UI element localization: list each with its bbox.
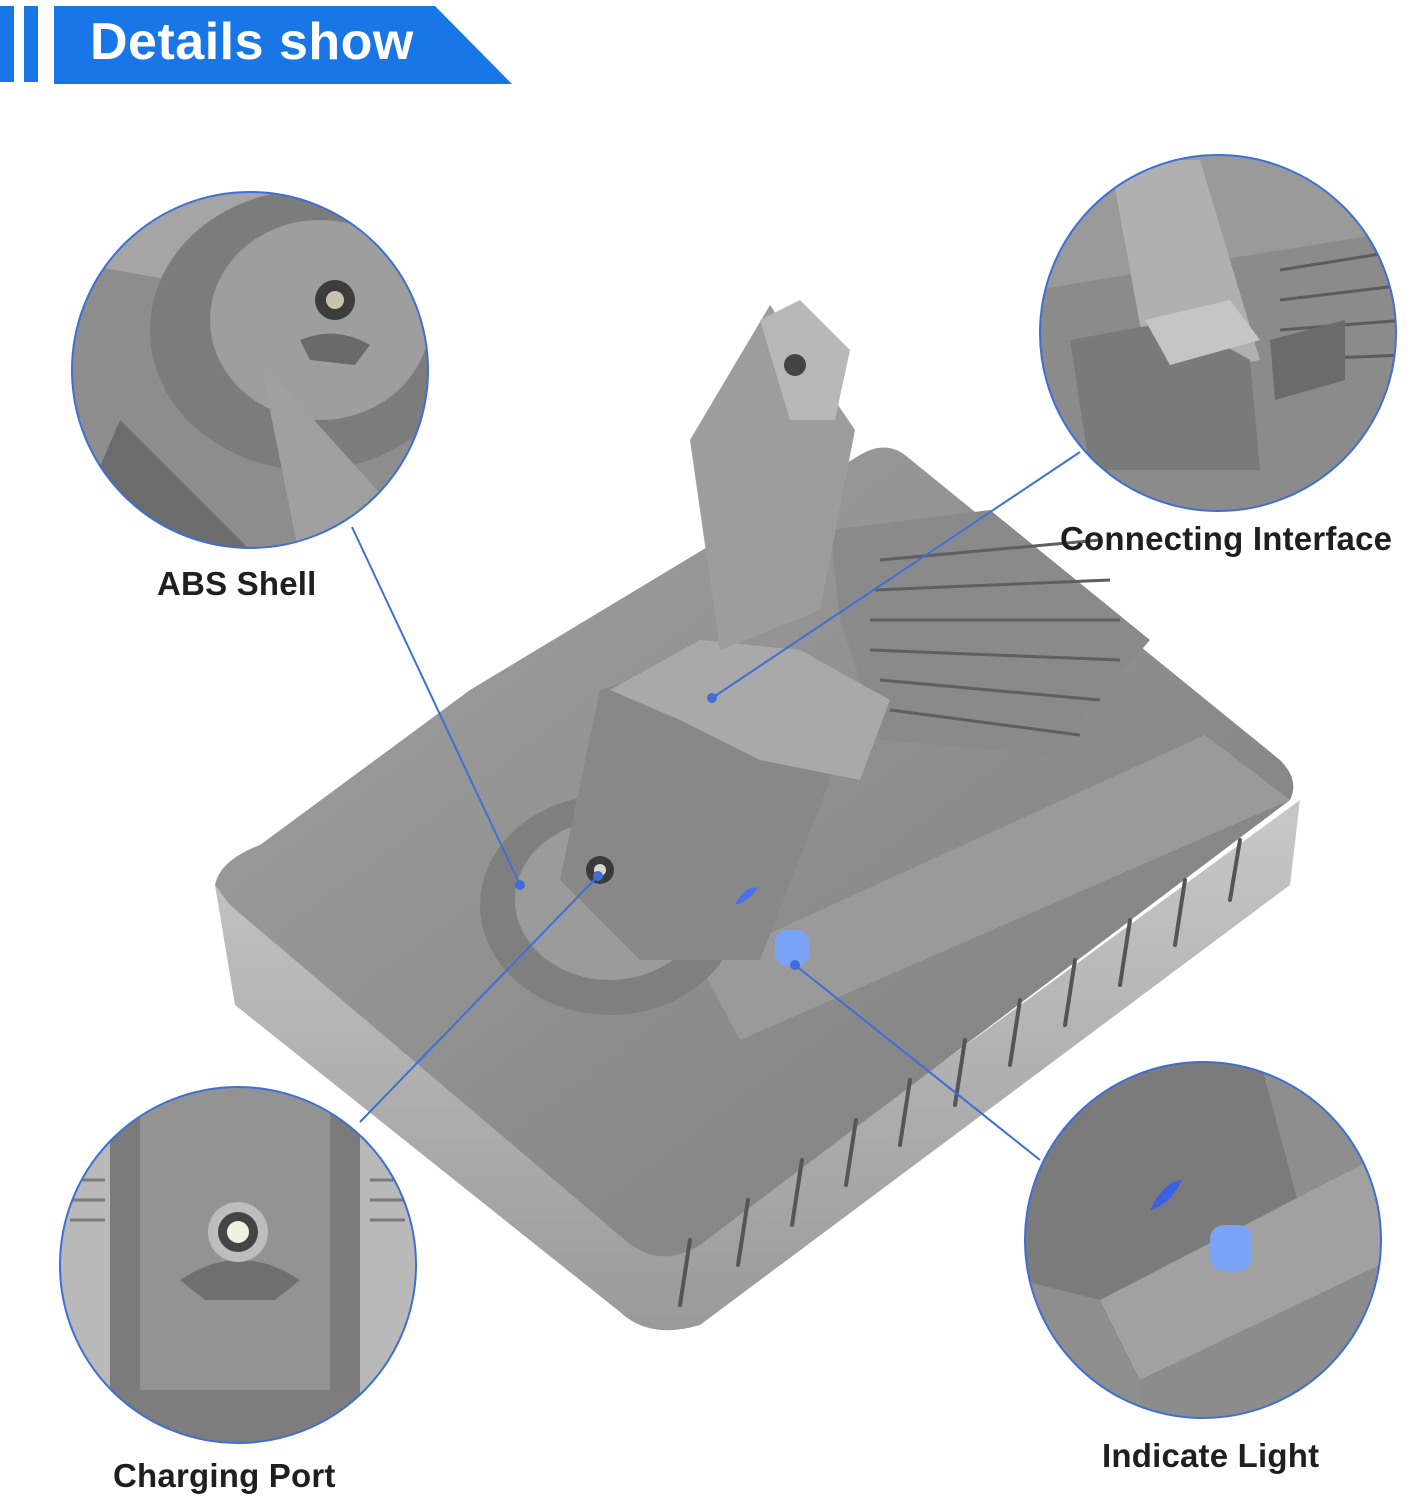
page-title: Details show: [90, 13, 414, 71]
battery-vent-plate: [830, 510, 1150, 755]
leader-line-connecting-interface: [711, 451, 1081, 699]
battery-indicator-window: [775, 930, 809, 966]
leader-dot-connecting-interface: [707, 693, 717, 703]
battery-tab-hole: [784, 354, 806, 376]
battery-connector-blade: [760, 300, 850, 420]
label-indicate-light: Indicate Light: [1102, 1437, 1320, 1474]
leader-line-indicate-light: [794, 964, 1041, 1161]
indicate-light-detail-window: [1210, 1225, 1252, 1271]
battery-side-ribs: [678, 838, 1242, 1307]
battery-side-wall: [215, 800, 1300, 1331]
header-stripe-1: [0, 6, 14, 82]
battery-latch-housing: [610, 640, 890, 780]
label-connecting-interface: Connecting Interface: [1060, 520, 1393, 557]
header-stripe-2: [24, 6, 38, 82]
label-abs-shell: ABS Shell: [157, 565, 317, 602]
header-banner: [0, 6, 512, 84]
callout-connecting-interface-ring: [1039, 154, 1397, 512]
battery-front-band: [700, 735, 1290, 1040]
connecting-interface-latch: [1145, 300, 1260, 365]
leader-dot-charging-port: [593, 871, 603, 881]
callout-connecting-interface: [1039, 154, 1397, 512]
header-title-panel: [54, 6, 512, 84]
battery-vent-lines: [869, 538, 1121, 737]
callout-charging-port-ring: [59, 1086, 417, 1444]
battery-indicator-led: [735, 887, 758, 905]
leader-dot-indicate-light: [790, 960, 800, 970]
callout-indicate-light-ring: [1024, 1061, 1382, 1419]
leader-line-abs-shell: [351, 526, 521, 886]
indicate-light-detail-led: [1150, 1180, 1182, 1210]
label-charging-port: Charging Port: [113, 1457, 336, 1494]
callout-indicate-light: [1024, 1061, 1382, 1419]
battery-product: [215, 300, 1300, 1331]
leader-line-charging-port: [359, 875, 599, 1123]
leader-lines: [351, 451, 1081, 1161]
leader-dot-abs-shell: [515, 880, 525, 890]
callout-abs-shell: [71, 191, 429, 549]
callout-charging-port: [59, 1086, 417, 1444]
callout-abs-shell-ring: [71, 191, 429, 549]
